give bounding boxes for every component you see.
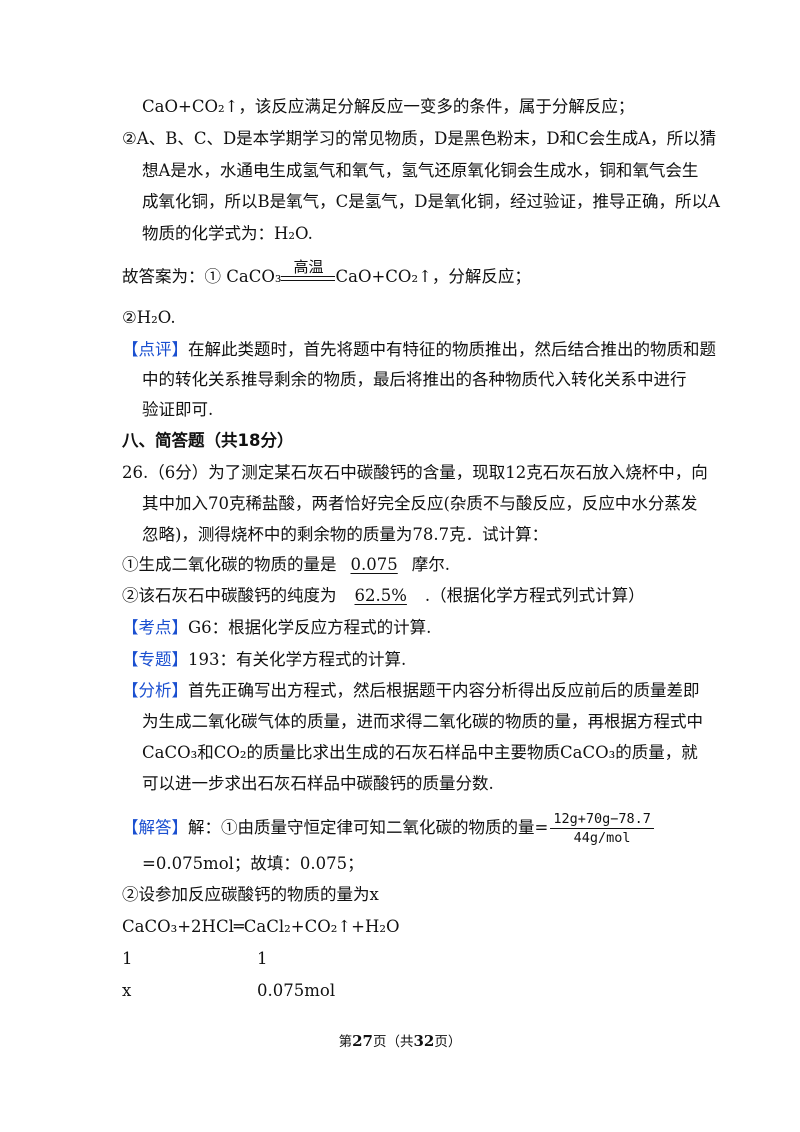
question-text: 摩尔.	[411, 555, 450, 574]
question-text: ①生成二氧化碳的物质的量是	[122, 555, 337, 574]
zhuanti-text: 193：有关化学方程式的计算.	[188, 650, 407, 669]
question-text: .（根据化学方程式列式计算）	[424, 586, 645, 605]
question-line: 忽略)，测得烧杯中的剩余物的质量为78.7克．试计算：	[142, 525, 549, 544]
equation: CaCO₃+2HCl═CaCl₂+CO₂↑+H₂O	[122, 917, 400, 936]
condition-text: 高温	[293, 257, 324, 276]
zhuanti-tag: 【专题】	[122, 650, 188, 669]
question-text: ②该石灰石中碳酸钙的纯度为	[122, 586, 337, 605]
footer-text: 页（共	[373, 1034, 414, 1050]
footer-text: 页）	[434, 1034, 462, 1050]
zhuanti-line: 【专题】193：有关化学方程式的计算.	[122, 649, 406, 671]
question-item-2: ②该石灰石中碳酸钙的纯度为 62.5% .（根据化学方程式列式计算）	[122, 585, 645, 607]
text-line: ②设参加反应碳酸钙的物质的量为x	[122, 885, 379, 904]
kaodian-tag: 【考点】	[122, 618, 188, 637]
fenxi-tag: 【分析】	[122, 681, 188, 700]
comment-tag: 【点评】	[122, 340, 188, 359]
answer-blank: 62.5%	[354, 586, 407, 605]
text-line: 验证即可.	[142, 400, 214, 419]
answer-suffix: CaO+CO₂↑，分解反应；	[335, 267, 531, 286]
section-heading: 八、简答题（共18分）	[122, 431, 294, 450]
footer-text: 第	[338, 1034, 353, 1050]
fraction-denominator: 44g/mol	[573, 830, 631, 846]
text-line: 可以进一步求出石灰石样品中碳酸钙的质量分数.	[142, 774, 494, 793]
fenxi-text: 首先正确写出方程式，然后根据题干内容分析得出反应前后的质量差即	[188, 681, 700, 700]
question-item-1: ①生成二氧化碳的物质的量是 0.075 摩尔.	[122, 554, 450, 576]
jieda-tag: 【解答】	[122, 818, 188, 837]
ratio-cell: 1	[257, 949, 268, 968]
text-line: ②A、B、C、D是本学期学习的常见物质，D是黑色粉末，D和C会生成A，所以猜	[122, 129, 717, 148]
kaodian-line: 【考点】G6：根据化学反应方程式的计算.	[122, 617, 431, 639]
text-line: CaCO₃和CO₂的质量比求出生成的石灰石样品中主要物质CaCO₃的质量，就	[142, 743, 698, 762]
kaodian-text: G6：根据化学反应方程式的计算.	[188, 618, 432, 637]
text-line: 物质的化学式为：H₂O.	[142, 224, 313, 243]
fraction-numerator: 12g+70g−78.7	[550, 810, 654, 829]
text-line: 想A是水，水通电生成氢气和氧气，氢气还原氧化铜会生成水，铜和氧气会生	[142, 161, 699, 180]
answer-blank: 0.075	[350, 555, 398, 574]
fenxi-line: 【分析】首先正确写出方程式，然后根据题干内容分析得出反应前后的质量差即	[122, 680, 700, 702]
question-line: 其中加入70克稀盐酸，两者恰好完全反应(杂质不与酸反应，反应中水分蒸发	[142, 494, 698, 513]
page-footer: 第27页（共32页）	[0, 1030, 800, 1050]
text-line: =0.075mol；故填：0.075；	[142, 854, 364, 873]
text-line: 为生成二氧化碳气体的质量，进而求得二氧化碳的物质的量，再根据方程式中	[142, 712, 703, 731]
ratio-cell: 1	[122, 949, 133, 968]
jieda-text: 解：①由质量守恒定律可知二氧化碳的物质的量=	[188, 818, 549, 837]
ratio-cell: 0.075mol	[257, 981, 336, 1000]
text-line: CaO+CO₂↑，该反应满足分解反应一变多的条件，属于分解反应；	[142, 97, 635, 116]
reaction-condition: 高温	[281, 258, 336, 285]
text-line: ②H₂O.	[122, 308, 176, 327]
answer-prefix: 故答案为：① CaCO₃	[122, 267, 282, 286]
text-line: 成氧化铜，所以B是氧气，C是氢气，D是氧化铜，经过验证，推导正确，所以A	[142, 192, 720, 211]
ratio-cell: x	[122, 981, 132, 1000]
comment-line: 【点评】在解此类题时，首先将题中有特征的物质推出，然后结合推出的物质和题	[122, 339, 716, 361]
total-pages: 32	[413, 1032, 435, 1050]
comment-text: 在解此类题时，首先将题中有特征的物质推出，然后结合推出的物质和题	[188, 340, 716, 359]
answer-line: 故答案为：① CaCO₃ 高温 CaO+CO₂↑，分解反应；	[122, 258, 531, 288]
question-line: 26.（6分）为了测定某石灰石中碳酸钙的含量，现取12克石灰石放入烧杯中，向	[122, 463, 708, 482]
page-number: 27	[352, 1032, 373, 1050]
text-line: 中的转化关系推导剩余的物质，最后将推出的各种物质代入转化关系中进行	[142, 370, 687, 389]
